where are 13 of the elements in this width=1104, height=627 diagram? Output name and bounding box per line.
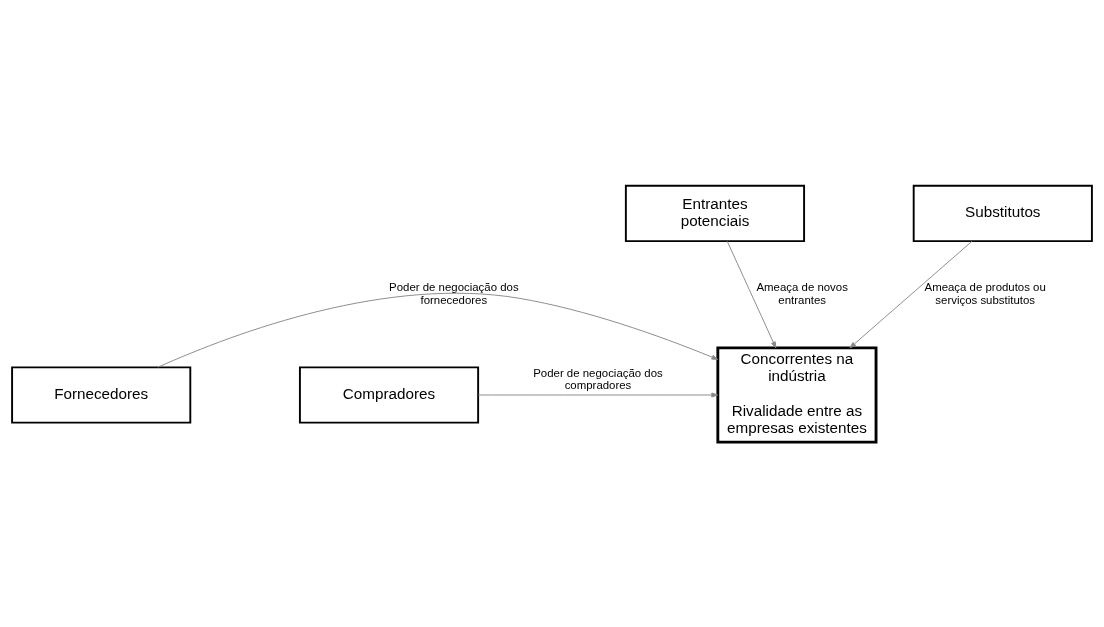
edge-label: Ameaça de produtos ou serviços substitutos <box>924 280 1046 306</box>
node-box: Substitutos <box>912 184 1093 242</box>
node-box: Fornecedores <box>11 365 192 424</box>
arrow <box>849 240 973 348</box>
edge-label: Poder de negociação dos fornecedores <box>389 280 519 306</box>
node-box: Concorrentes na indústria Rivalidade entre as empresas existentes <box>716 345 878 444</box>
edge-label: Ameaça de novos entrantes <box>756 280 848 306</box>
node-box: Compradores <box>298 365 480 424</box>
arrow <box>477 392 718 397</box>
node-box: Entrantes potenciais <box>624 184 806 242</box>
arrow <box>157 292 719 368</box>
edge-label: Poder de negociação dos compradores <box>533 366 663 391</box>
arrow <box>726 240 777 348</box>
